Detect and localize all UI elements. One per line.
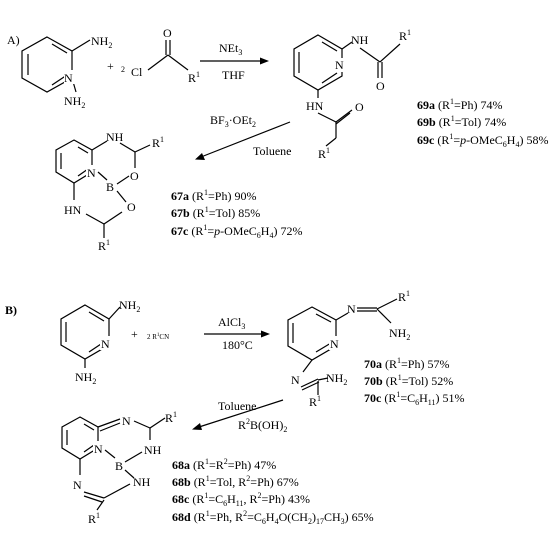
carbonyl-oxygen: O <box>163 26 172 40</box>
boron-o-bottom: O <box>127 200 136 214</box>
boronic-acid-label: R2B(OH)2 <box>238 417 287 434</box>
boron-r-bottom: R1 <box>98 238 110 253</box>
amidine-n-top: N <box>347 302 356 316</box>
boron-r-top: R1 <box>152 135 164 150</box>
chloride-label: Cl <box>131 65 143 79</box>
alcl3-label: AlCl3 <box>218 315 245 331</box>
amino-bottom-b: NH2 <box>75 370 96 386</box>
boron-atom: B <box>106 180 114 194</box>
yield-68d: 68d (R1=Ph, R2=C6H4O(CH2)17CH3) 65% <box>172 509 374 526</box>
boron-complex-r-top: R1 <box>165 410 177 425</box>
amidine-r-top: R1 <box>398 289 410 304</box>
boron-complex-nh-right: NH <box>144 443 162 457</box>
plus-sign-b: + <box>131 327 138 341</box>
section-a-label: A) <box>7 33 20 47</box>
boron-complex-n-left: N <box>73 478 82 492</box>
acyl-chloride: O Cl R1 <box>131 26 200 85</box>
toluene-label-b: Toluene <box>218 399 256 413</box>
boron-complex-n-center: N <box>94 442 103 456</box>
amidine-n-bottom: N <box>291 373 300 387</box>
boron-complex-n: N <box>87 166 96 180</box>
boron-complex-n-top: N <box>122 414 131 428</box>
bf3-etherate-label: BF3·OEt2 <box>210 113 256 129</box>
bis-amidine-70: N N R1 NH2 N NH2 R1 <box>287 289 410 409</box>
section-b-label: B) <box>5 303 17 317</box>
amidine-nh2-top: NH2 <box>389 326 410 342</box>
yield-67b: 67b (R1=Tol) 85% <box>171 205 260 220</box>
yield-list-69: 69a (R1=Ph) 74% 69b (R1=Tol) 74% 69c (R1… <box>417 97 548 149</box>
amide-hn-bottom: HN <box>306 99 324 113</box>
boron-nh: NH <box>106 130 124 144</box>
amide-r-top: R1 <box>399 28 411 43</box>
yield-list-68: 68a (R1=R2=Ph) 47% 68b (R1=Tol, R2=Ph) 6… <box>172 457 374 526</box>
temperature-label: 180°C <box>222 338 253 352</box>
arrow-b2: Toluene R2B(OH)2 <box>192 399 287 434</box>
amino-top-b: NH2 <box>119 298 140 314</box>
boron-complex-r-bottom: R1 <box>88 511 100 526</box>
product-pyridine-n: N <box>335 58 344 72</box>
yield-list-67: 67a (R1=Ph) 90% 67b (R1=Tol) 85% 67c (R1… <box>171 188 302 240</box>
yield-68c: 68c (R1=C6H11, R2=Ph) 43% <box>172 491 310 508</box>
amide-o-top: O <box>376 79 385 93</box>
boron-complex-b: B <box>115 459 123 473</box>
nitrile-reagent: 2 R1CN <box>147 333 169 341</box>
boron-complex-nh-bottom: NH <box>133 475 151 489</box>
yield-list-70: 70a (R1=Ph) 57% 70b (R1=Tol) 52% 70c (R1… <box>364 356 464 407</box>
amide-nh-top: NH <box>351 33 369 47</box>
boron-complex-67: NH R1 O N B O HN R1 <box>55 130 164 253</box>
thf-label: THF <box>222 68 245 82</box>
toluene-label-a: Toluene <box>253 144 291 158</box>
diaminopyridine-a: N NH2 NH2 <box>21 34 112 110</box>
amide-o-bottom: O <box>355 100 364 114</box>
plus-sign-a: + <box>107 59 114 73</box>
arrow-a2: BF3·OEt2 Toluene <box>195 113 291 160</box>
amidine-r-bottom: R1 <box>309 394 321 409</box>
stoichiometry-a: 2 <box>121 65 125 74</box>
boron-complex-68: N R1 NH N B NH N R1 <box>61 410 177 526</box>
amino-group-bottom: NH2 <box>64 94 85 110</box>
triethylamine-label: NEt3 <box>219 41 242 57</box>
yield-69b: 69b (R1=Tol) 74% <box>417 114 506 129</box>
arrow-a1: NEt3 THF <box>200 41 269 82</box>
r1-label: R1 <box>188 70 200 85</box>
diaminopyridine-b: N NH2 NH2 <box>60 298 140 386</box>
amino-group-top: NH2 <box>91 34 112 50</box>
yield-70b: 70b (R1=Tol) 52% <box>364 373 453 388</box>
boron-o-top: O <box>130 169 139 183</box>
pyridine-n-b: N <box>101 337 110 351</box>
yield-67c: 67c (R1=p-OMeC6H4) 72% <box>171 223 302 240</box>
yield-68a: 68a (R1=R2=Ph) 47% <box>172 457 276 472</box>
yield-69c: 69c (R1=p-OMeC6H4) 58% <box>417 132 548 149</box>
amide-r-bottom: R1 <box>318 146 330 161</box>
amidine-pyridine-n: N <box>330 337 339 351</box>
diamide-69: N NH O R1 HN O R1 <box>293 28 411 161</box>
yield-70a: 70a (R1=Ph) 57% <box>364 356 449 371</box>
yield-69a: 69a (R1=Ph) 74% <box>417 97 502 112</box>
yield-67a: 67a (R1=Ph) 90% <box>171 188 256 203</box>
amidine-nh2-bottom: NH2 <box>326 371 347 387</box>
yield-68b: 68b (R1=Tol, R2=Ph) 67% <box>172 474 299 489</box>
yield-70c: 70c (R1=C6H11) 51% <box>364 390 464 407</box>
boron-hn: HN <box>64 203 82 217</box>
pyridine-nitrogen: N <box>64 71 73 85</box>
arrow-b1: AlCl3 180°C <box>204 315 270 352</box>
